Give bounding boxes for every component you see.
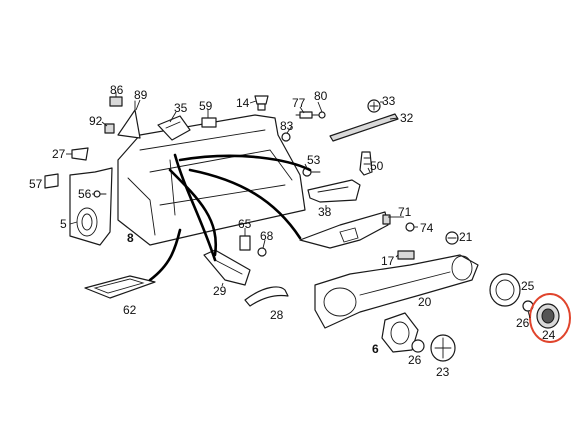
part-74	[405, 222, 415, 232]
label-26-bottom: 26	[408, 353, 422, 367]
part-80	[311, 111, 326, 119]
label-21: 21	[459, 230, 473, 244]
label-23: 23	[436, 365, 450, 379]
part-21	[445, 231, 459, 245]
label-14: 14	[236, 96, 250, 110]
part-71	[382, 214, 391, 225]
part-89	[117, 100, 141, 139]
label-32: 32	[400, 111, 414, 125]
label-8: 8	[127, 231, 134, 245]
part-65	[239, 235, 251, 251]
label-6: 6	[372, 342, 379, 356]
label-53: 53	[307, 153, 321, 167]
label-65: 65	[238, 217, 252, 231]
label-92: 92	[89, 114, 103, 128]
door-trim-panel-part	[117, 114, 306, 246]
part-92	[104, 123, 115, 134]
label-27: 27	[52, 147, 66, 161]
part-68	[257, 247, 267, 257]
part-33	[367, 99, 381, 113]
callout-labels: 86 89 92 35 59 14 77 80 33 83 32 27 57 5…	[29, 83, 556, 379]
assembly-arrows	[148, 153, 312, 282]
label-17: 17	[381, 254, 395, 268]
label-29: 29	[213, 284, 227, 298]
part-26-bottom	[411, 339, 425, 353]
label-56: 56	[78, 187, 92, 201]
label-83: 83	[280, 119, 294, 133]
label-59: 59	[199, 99, 213, 113]
part-14	[254, 95, 269, 111]
part-29	[203, 249, 251, 286]
label-86: 86	[110, 83, 124, 97]
part-77	[295, 111, 313, 119]
label-77: 77	[292, 96, 306, 110]
label-89: 89	[134, 88, 148, 102]
label-25: 25	[521, 279, 535, 293]
label-38: 38	[318, 205, 332, 219]
pocket-tray-part	[84, 275, 156, 299]
armrest-part	[299, 211, 415, 260]
part-6	[381, 312, 419, 353]
label-71: 71	[398, 205, 412, 219]
part-35	[157, 115, 191, 141]
label-24: 24	[542, 328, 556, 342]
part-32	[329, 113, 399, 142]
label-28: 28	[270, 308, 284, 322]
label-80: 80	[314, 89, 328, 103]
part-38	[307, 179, 361, 203]
label-5: 5	[60, 217, 67, 231]
leader-lines	[66, 92, 531, 319]
label-74: 74	[420, 221, 434, 235]
label-62: 62	[123, 303, 137, 317]
label-33: 33	[382, 94, 396, 108]
part-59	[201, 117, 217, 128]
part-27	[71, 147, 89, 161]
part-57	[44, 173, 59, 189]
label-35: 35	[174, 101, 188, 115]
part-25	[489, 273, 521, 307]
part-86	[109, 96, 123, 107]
lower-panel-part	[314, 254, 479, 329]
part-23	[430, 334, 456, 362]
label-20: 20	[418, 295, 432, 309]
label-26-right: 26	[516, 316, 530, 330]
part-83	[281, 132, 291, 142]
label-57: 57	[29, 177, 43, 191]
part-28	[244, 286, 289, 307]
label-50: 50	[370, 159, 384, 173]
part-24	[536, 303, 560, 329]
label-68: 68	[260, 229, 274, 243]
door-panel-part	[69, 167, 113, 246]
